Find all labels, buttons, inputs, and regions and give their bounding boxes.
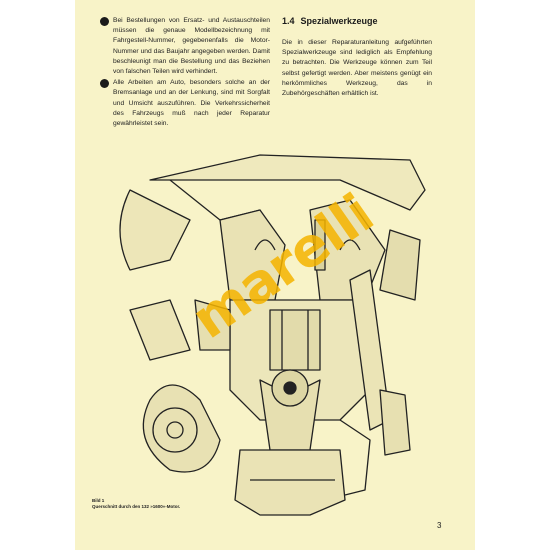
page-number: 3 — [437, 521, 442, 530]
figure-label: Bild 1 — [92, 498, 105, 503]
bullet-item: Bei Bestellungen von Ersatz- und Austaus… — [100, 16, 270, 77]
section-heading: 1.4 Spezialwerkzeuge — [282, 16, 432, 26]
book-page: Bei Bestellungen von Ersatz- und Austaus… — [75, 0, 475, 550]
section-body: Die in dieser Reparaturanleitung aufgefü… — [282, 39, 432, 98]
section-number: 1.4 — [282, 16, 295, 26]
right-column: 1.4 Spezialwerkzeuge Die in dieser Repara… — [282, 16, 432, 99]
bullet-text: Bei Bestellungen von Ersatz- und Austaus… — [113, 17, 270, 76]
bullet-dot-icon — [100, 17, 109, 26]
section-title: Spezialwerkzeuge — [300, 16, 378, 26]
figure-caption-text: Querschnitt durch den 132 »1600«-Motor. — [92, 503, 181, 509]
engine-cross-section-illustration — [119, 154, 426, 516]
bullet-dot-icon — [100, 79, 109, 89]
bullet-item: Alle Arbeiten am Auto, besonders solche … — [100, 78, 270, 129]
bullet-text: Alle Arbeiten am Auto, besonders solche … — [113, 79, 270, 128]
left-column: Bei Bestellungen von Ersatz- und Austaus… — [100, 16, 270, 130]
figure-caption: Bild 1 Querschnitt durch den 132 »1600«-… — [92, 498, 180, 509]
